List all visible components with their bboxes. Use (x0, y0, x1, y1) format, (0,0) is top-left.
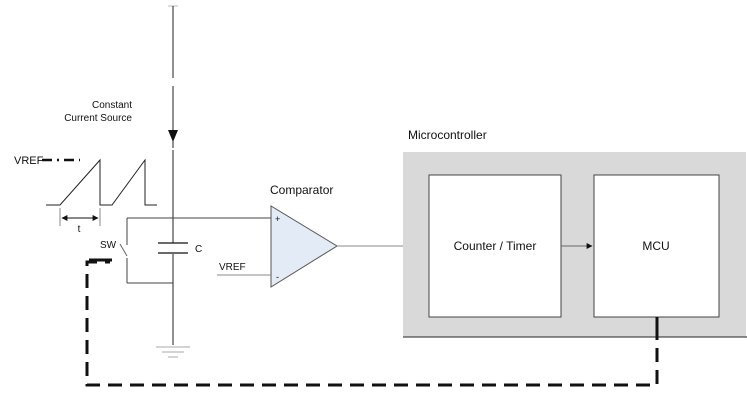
sawtooth-trace (46, 158, 157, 206)
ground-icon (156, 346, 190, 358)
switch-control-feedback (85, 258, 659, 387)
current-source-label-line1: Constant (92, 100, 132, 111)
waveform-vref-label: VREF (14, 155, 44, 167)
counter-timer-block[interactable] (428, 174, 562, 318)
feedback-dashed-line (85, 260, 659, 387)
comparator-plus-label: + (275, 214, 280, 224)
capacitor-label: C (195, 244, 202, 255)
mcu-label: MCU (642, 239, 669, 253)
switch-capacitor: SW C (100, 217, 275, 284)
current-source-label-line2: Current Source (64, 113, 132, 124)
mcu-block[interactable] (593, 174, 720, 318)
comparator-minus-label: - (276, 272, 279, 282)
switch-blade[interactable] (119, 243, 128, 257)
switch-label: SW (100, 240, 117, 251)
current-source: Constant Current Source (64, 5, 178, 345)
counter-timer-label: Counter / Timer (454, 239, 537, 253)
current-arrow-icon (168, 130, 178, 142)
microcontroller-title: Microcontroller (408, 128, 487, 142)
sawtooth-waveform: VREF t (14, 155, 157, 235)
comparator-vref-label: VREF (219, 262, 246, 273)
capacitor-gap (160, 243, 186, 254)
comparator: Comparator + - VREF (217, 183, 429, 288)
comparator-title: Comparator (270, 183, 333, 197)
microcontroller: Microcontroller Counter / Timer MCU (403, 128, 747, 338)
comparator-triangle (270, 205, 338, 288)
period-label: t (78, 224, 81, 235)
